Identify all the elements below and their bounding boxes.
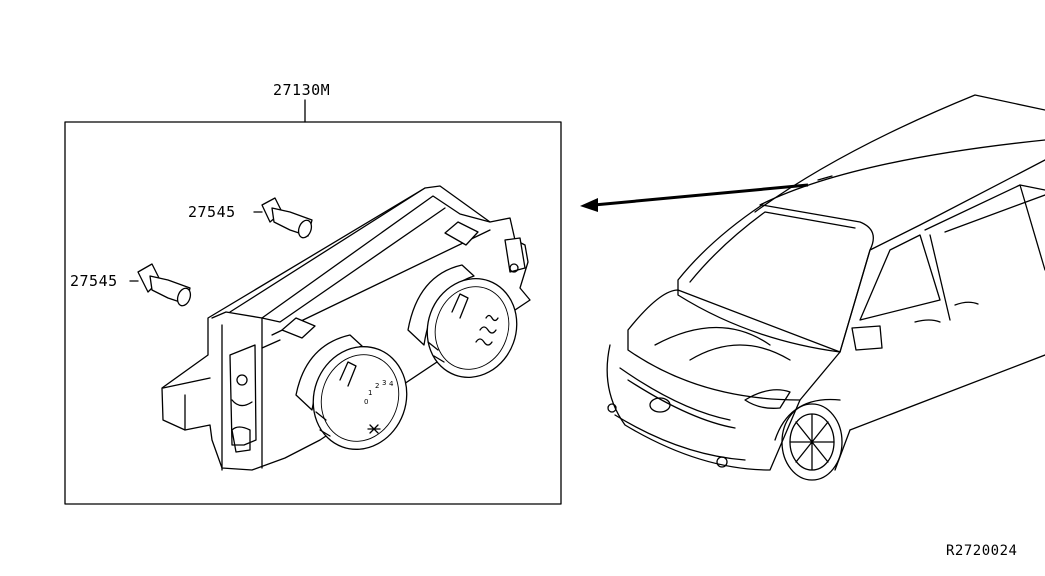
fan-icon <box>367 424 381 434</box>
part-number-bulb-upper: 27545 <box>188 203 236 221</box>
location-arrow <box>580 183 809 212</box>
heater-control-assembly: 0 1 2 3 4 <box>161 185 531 471</box>
dial-scale-2: 2 <box>375 382 379 390</box>
dial-scale-3: 3 <box>382 379 386 387</box>
temperature-icon <box>475 314 499 346</box>
bulb-icon <box>253 197 313 239</box>
illustration-reference: R2720024 <box>946 543 1018 559</box>
temperature-knob <box>407 264 518 378</box>
part-number-bulb-lower: 27545 <box>70 272 118 290</box>
fan-speed-knob: 0 1 2 3 4 <box>295 334 408 450</box>
part-number-assembly: 27130M <box>273 81 331 99</box>
assembly-frame <box>64 99 562 505</box>
dial-scale-0: 0 <box>364 398 368 406</box>
minivan-illustration <box>606 94 1045 481</box>
dial-scale-1: 1 <box>368 389 372 397</box>
dial-scale-4: 4 <box>389 380 394 388</box>
bulb-icon <box>129 263 192 307</box>
